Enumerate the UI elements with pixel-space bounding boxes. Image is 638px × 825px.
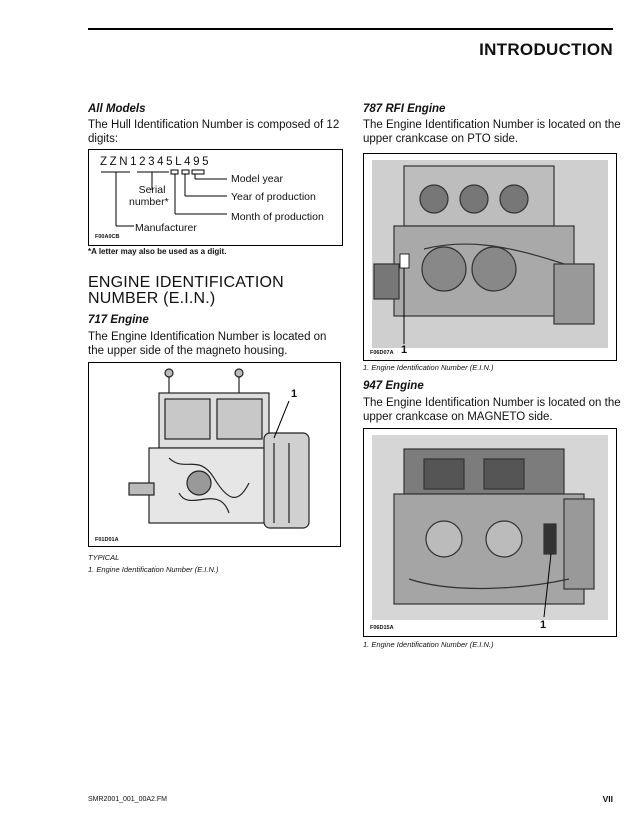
e947-callout: 1: [540, 619, 547, 631]
e717-text: The Engine Identification Number is loca…: [88, 331, 327, 357]
e717-caption: 1. Engine Identification Number (E.I.N.): [88, 565, 219, 574]
hull-fig-code: F00A0CB: [95, 234, 120, 240]
hull-code-string: ZZN12345L495: [100, 156, 212, 168]
e787-caption: 1. Engine Identification Number (E.I.N.): [363, 363, 494, 372]
label-serial-line1: Serial: [138, 184, 166, 196]
label-model-year: Model year: [231, 173, 283, 185]
label-month-of-production: Month of production: [231, 211, 324, 223]
e717-photo: 1 F01D01A: [88, 362, 341, 547]
e787-fig-code: F06D07A: [370, 350, 394, 356]
label-manufacturer: Manufacturer: [135, 222, 197, 234]
e947-heading: 947 Engine: [363, 380, 424, 392]
hull-id-diagram: ZZN12345L495 Model year Year of producti…: [88, 149, 343, 246]
header-rule: [88, 28, 613, 30]
ein-title-line1: ENGINE IDENTIFICATION: [88, 274, 284, 291]
label-serial-line2: number*: [129, 196, 169, 208]
hull-footnote: *A letter may also be used as a digit.: [88, 247, 227, 256]
e787-callout: 1: [401, 344, 408, 356]
e787-photo: F06D07A 1: [363, 153, 617, 361]
e947-fig-code: F06D15A: [370, 625, 394, 631]
e947-caption: 1. Engine Identification Number (E.I.N.): [363, 640, 494, 649]
e787-heading: 787 RFI Engine: [363, 103, 446, 115]
e947-text: The Engine Identification Number is loca…: [363, 397, 621, 423]
footer-file: SMR2001_001_00A2.FM: [88, 796, 167, 803]
e717-fig-code: F01D01A: [95, 537, 119, 543]
e787-text: The Engine Identification Number is loca…: [363, 119, 621, 145]
hull-id-diagram-lines: [101, 169, 227, 227]
all-models-heading: All Models: [88, 103, 146, 115]
engine-947-illustration: [372, 435, 608, 620]
e717-callout: 1: [291, 388, 298, 400]
engine-717-illustration: [128, 368, 310, 529]
ein-title-line2: NUMBER (E.I.N.): [88, 290, 216, 307]
e717-caption-typical: TYPICAL: [88, 553, 120, 562]
label-year-of-production: Year of production: [231, 191, 316, 203]
all-models-text: The Hull Identification Number is compos…: [88, 119, 340, 145]
e717-heading: 717 Engine: [88, 314, 149, 326]
e947-photo: F06D15A 1: [363, 428, 617, 637]
page-title: INTRODUCTION: [479, 40, 613, 59]
engine-787-illustration: [372, 160, 608, 348]
footer-page-number: VII: [602, 794, 613, 804]
